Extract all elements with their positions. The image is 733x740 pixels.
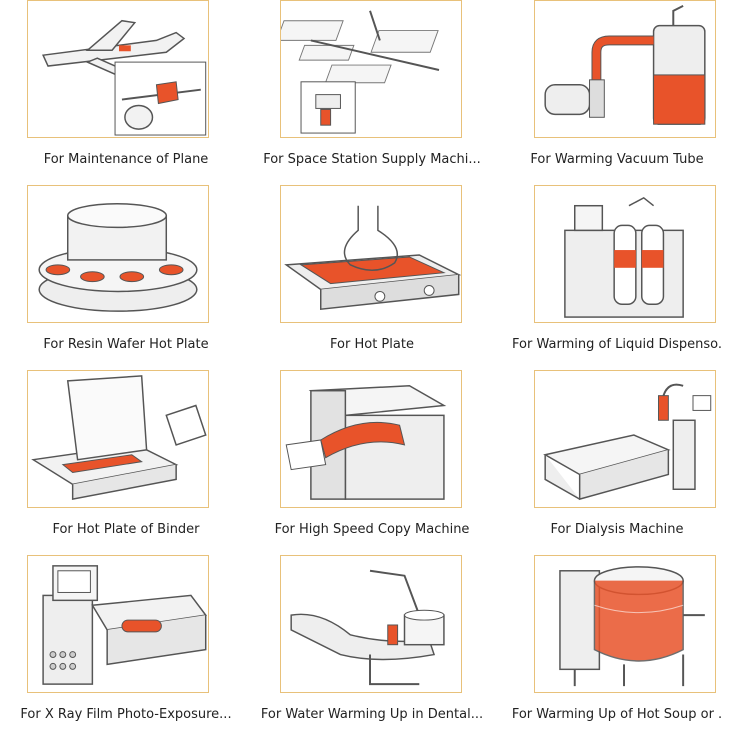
gallery-item[interactable]: For Hot Plate xyxy=(250,185,494,370)
item-thumbnail[interactable] xyxy=(280,0,462,138)
gallery-item[interactable]: For High Speed Copy Machine xyxy=(250,370,494,555)
wafer-hot-plate-icon xyxy=(38,203,198,312)
binder-hot-plate-icon xyxy=(31,375,207,501)
item-thumbnail[interactable] xyxy=(280,370,462,508)
copy-machine-icon xyxy=(285,385,447,500)
item-caption[interactable]: For Hot Plate xyxy=(330,337,414,352)
gallery-item[interactable]: For Maintenance of Plane xyxy=(4,0,248,185)
item-thumbnail[interactable] xyxy=(27,185,209,323)
item-thumbnail[interactable] xyxy=(27,555,209,693)
item-thumbnail[interactable] xyxy=(534,555,716,693)
item-thumbnail[interactable] xyxy=(27,0,209,138)
item-caption[interactable]: For Dialysis Machine xyxy=(550,522,684,537)
liquid-dispenser-icon xyxy=(564,196,684,318)
item-caption[interactable]: For X Ray Film Photo-Exposure... xyxy=(20,707,232,722)
gallery-item[interactable]: For Hot Plate of Binder xyxy=(4,370,248,555)
gallery-item[interactable]: For Dialysis Machine xyxy=(495,370,733,555)
xray-machine-icon xyxy=(42,565,208,685)
gallery-item[interactable]: For Warming Up of Hot Soup or . xyxy=(495,555,733,740)
item-caption[interactable]: For Maintenance of Plane xyxy=(43,152,209,167)
gallery-item[interactable]: For Resin Wafer Hot Plate xyxy=(4,185,248,370)
gallery-item[interactable]: For Warming Vacuum Tube xyxy=(495,0,733,185)
item-thumbnail[interactable] xyxy=(534,0,716,138)
item-caption[interactable]: For Hot Plate of Binder xyxy=(52,522,200,537)
item-caption[interactable]: For Warming Vacuum Tube xyxy=(530,152,704,167)
soup-kettle-icon xyxy=(559,566,705,687)
item-caption[interactable]: For Water Warming Up in Dental... xyxy=(260,707,484,722)
item-caption[interactable]: For Space Station Supply Machi... xyxy=(263,152,481,167)
item-thumbnail[interactable] xyxy=(534,370,716,508)
item-caption[interactable]: For Warming of Liquid Dispenso. xyxy=(512,337,722,352)
gallery-item[interactable]: For X Ray Film Photo-Exposure... xyxy=(4,555,248,740)
dental-chair-icon xyxy=(290,569,445,686)
item-thumbnail[interactable] xyxy=(280,555,462,693)
vacuum-tube-icon xyxy=(544,5,706,125)
item-thumbnail[interactable] xyxy=(280,185,462,323)
item-caption[interactable]: For Warming Up of Hot Soup or . xyxy=(511,707,723,722)
gallery-item[interactable]: For Warming of Liquid Dispenso. xyxy=(495,185,733,370)
item-caption[interactable]: For Resin Wafer Hot Plate xyxy=(43,337,209,352)
gallery-item[interactable]: For Water Warming Up in Dental... xyxy=(250,555,494,740)
item-thumbnail[interactable] xyxy=(534,185,716,323)
item-thumbnail[interactable] xyxy=(27,370,209,508)
space-station-icon xyxy=(281,10,440,134)
airplane-heater-icon xyxy=(42,19,207,136)
gallery-item[interactable]: For Space Station Supply Machi... xyxy=(250,0,494,185)
dialysis-machine-icon xyxy=(543,383,712,501)
item-caption[interactable]: For High Speed Copy Machine xyxy=(274,522,470,537)
hot-plate-flask-icon xyxy=(284,205,461,311)
